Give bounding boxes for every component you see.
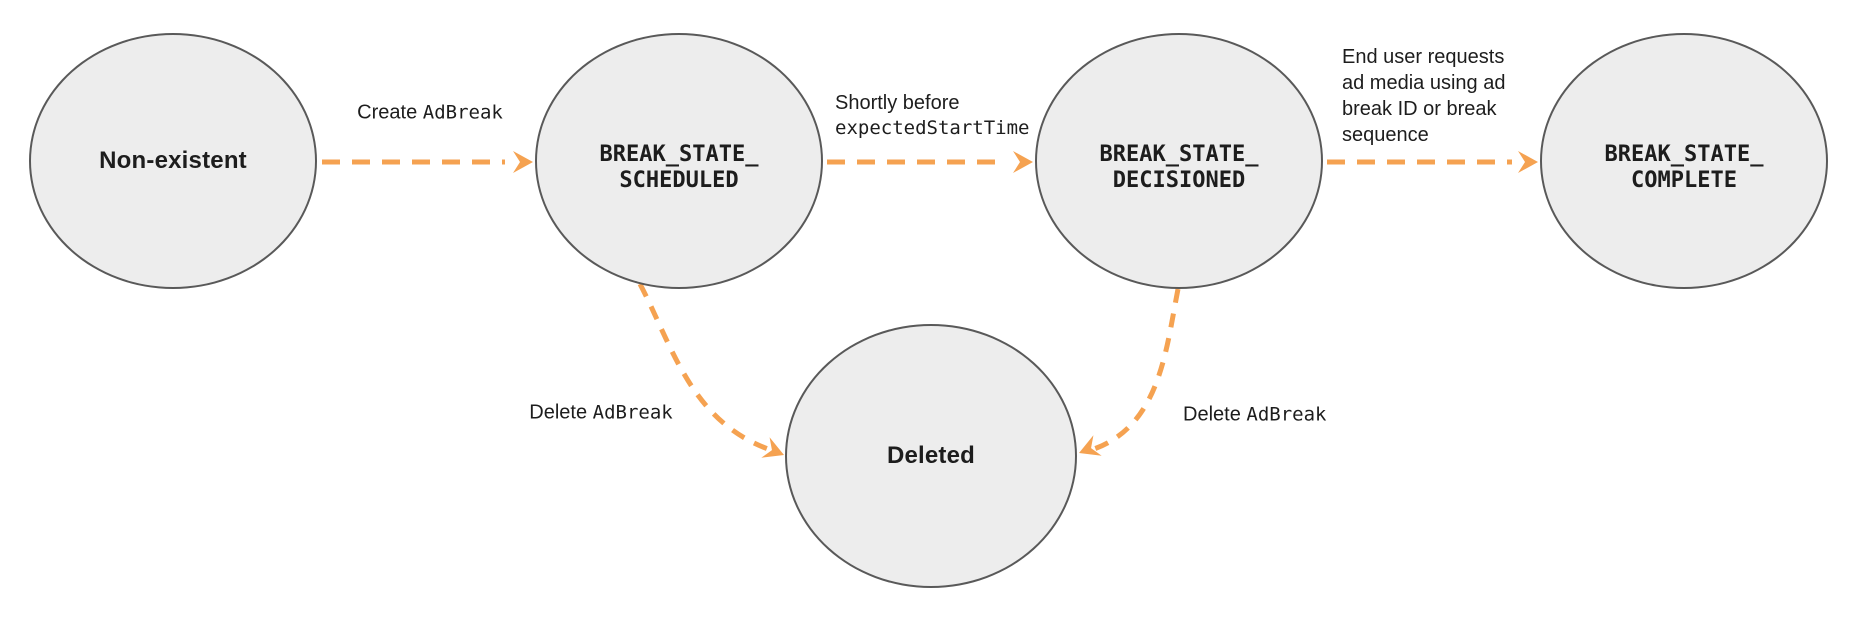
label-end-user-requests-line1: End user requests bbox=[1342, 46, 1505, 68]
label-delete-adbreak-left: Delete AdBreak bbox=[529, 401, 672, 426]
label-delete-adbreak-right-code: AdBreak bbox=[1246, 403, 1327, 426]
state-break-state-decisioned: BREAK_STATE_ DECISIONED bbox=[1035, 33, 1323, 289]
arrow-delete-from-scheduled-head bbox=[761, 437, 784, 458]
state-break-state-scheduled-label: BREAK_STATE_ SCHEDULED bbox=[600, 142, 759, 194]
arrow-create-adbreak bbox=[322, 151, 533, 173]
label-shortly-before: Shortly before expectedStartTime bbox=[835, 91, 1029, 141]
state-deleted-label: Deleted bbox=[886, 442, 976, 469]
label-end-user-requests: End user requests ad media using ad brea… bbox=[1342, 44, 1505, 148]
arrow-delete-from-decisioned-shaft bbox=[1093, 288, 1181, 452]
label-end-user-requests-line3: break ID or break bbox=[1342, 98, 1497, 120]
arrow-delete-from-decisioned bbox=[1079, 288, 1181, 456]
label-delete-adbreak-left-code: AdBreak bbox=[592, 401, 673, 424]
arrow-decision bbox=[827, 151, 1033, 173]
state-non-existent-label: Non-existent bbox=[99, 147, 247, 174]
arrow-create-adbreak-head bbox=[513, 151, 533, 173]
arrow-delete-from-scheduled bbox=[637, 282, 784, 458]
state-break-state-decisioned-line1: BREAK_STATE_ bbox=[1099, 142, 1259, 167]
arrow-delete-from-decisioned-head bbox=[1079, 435, 1102, 456]
state-non-existent: Non-existent bbox=[29, 33, 317, 289]
label-end-user-requests-line4: sequence bbox=[1342, 124, 1429, 146]
label-end-user-requests-line2: ad media using ad bbox=[1342, 72, 1506, 94]
label-shortly-before-code: expectedStartTime bbox=[835, 117, 1030, 139]
label-create-adbreak: Create AdBreak bbox=[357, 101, 503, 126]
state-deleted: Deleted bbox=[785, 324, 1077, 588]
state-break-state-complete: BREAK_STATE_ COMPLETE bbox=[1540, 33, 1828, 289]
label-create-adbreak-code: AdBreak bbox=[422, 101, 503, 124]
label-delete-adbreak-right-text: Delete bbox=[1183, 403, 1247, 426]
label-create-adbreak-text: Create bbox=[357, 101, 423, 124]
arrow-delete-from-scheduled-shaft bbox=[637, 282, 769, 452]
state-break-state-complete-label: BREAK_STATE_ COMPLETE bbox=[1605, 142, 1764, 194]
state-break-state-complete-line2: COMPLETE bbox=[1631, 168, 1737, 193]
arrow-complete-head bbox=[1518, 151, 1538, 173]
state-break-state-decisioned-label: BREAK_STATE_ DECISIONED bbox=[1100, 142, 1259, 194]
state-break-state-scheduled: BREAK_STATE_ SCHEDULED bbox=[535, 33, 823, 289]
state-break-state-complete-line1: BREAK_STATE_ bbox=[1604, 142, 1764, 167]
state-break-state-scheduled-line2: SCHEDULED bbox=[619, 168, 739, 193]
state-break-state-scheduled-line1: BREAK_STATE_ bbox=[599, 142, 759, 167]
arrow-decision-head bbox=[1013, 151, 1033, 173]
label-shortly-before-text: Shortly before bbox=[835, 92, 960, 114]
arrow-complete bbox=[1327, 151, 1538, 173]
label-delete-adbreak-right: Delete AdBreak bbox=[1183, 403, 1326, 428]
state-break-state-decisioned-line2: DECISIONED bbox=[1112, 168, 1246, 193]
label-delete-adbreak-left-text: Delete bbox=[529, 401, 593, 424]
